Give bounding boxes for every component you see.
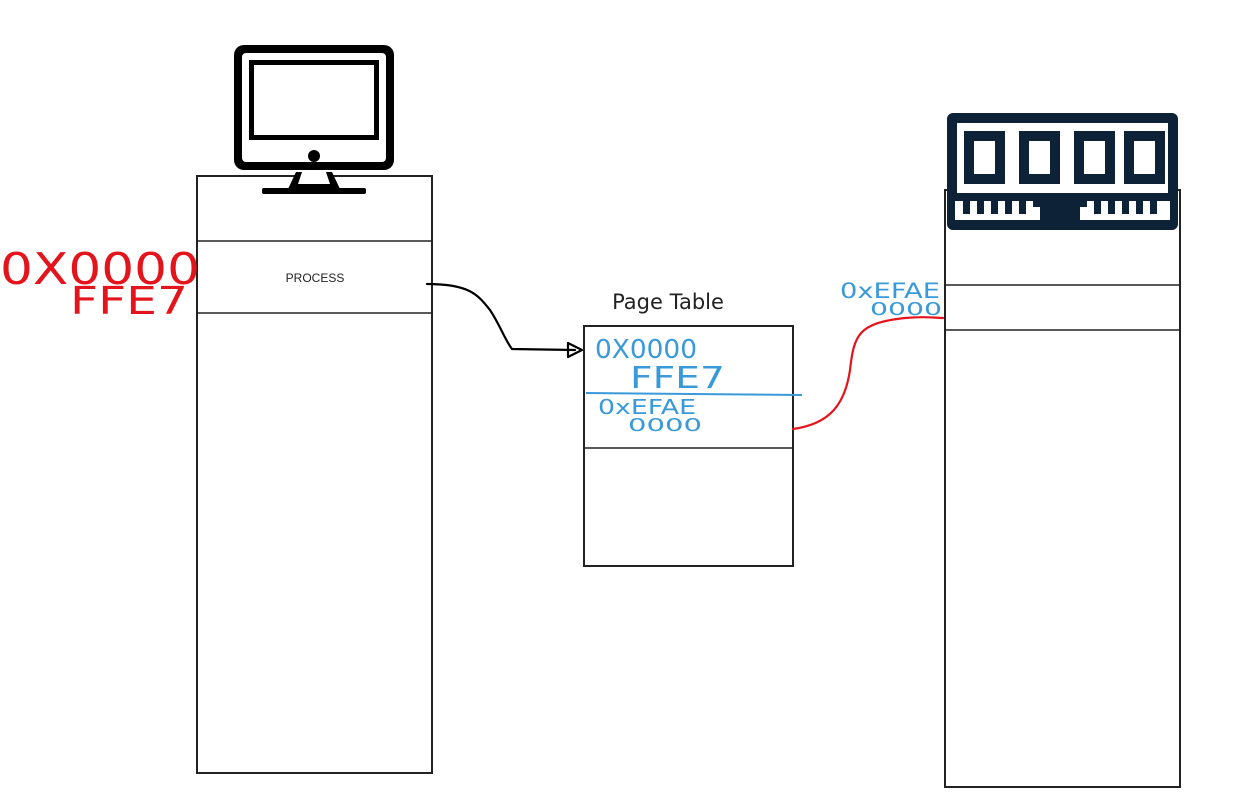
- page-table-virtual-line2: FFE7: [630, 361, 725, 396]
- process-memory-box: [196, 175, 433, 774]
- physical-address-handwritten: 0xEFAE 0000: [840, 279, 942, 320]
- process-to-pagetable-arrow: [425, 282, 584, 359]
- physical-address-line1: 0xEFAE: [840, 279, 940, 303]
- page-table-physical-line1: 0xEFAE: [598, 395, 696, 419]
- page-table-box: [583, 325, 794, 567]
- ram-memory-icon: [947, 113, 1178, 230]
- page-table-virtual-line1: 0X0000: [595, 335, 697, 365]
- process-label: PROCESS: [286, 271, 345, 285]
- page-table-entry-divider: [585, 392, 803, 396]
- page-table-physical-line2: 0000: [628, 415, 702, 436]
- physical-memory-column: [944, 189, 1181, 788]
- page-table: Page Table 0X0000 FFE7 0xEFAE 0000: [583, 290, 803, 567]
- page-table-title: Page Table: [612, 290, 724, 314]
- virtual-address-line2: FFE7: [70, 279, 188, 323]
- virtual-address-handwritten: 0X0000 FFE7: [0, 244, 200, 323]
- process-memory-column: PROCESS: [196, 175, 433, 774]
- virtual-address-line1: 0X0000: [0, 244, 200, 295]
- physical-address-line2: 0000: [870, 299, 942, 320]
- physical-memory-box: [944, 189, 1181, 788]
- pagetable-to-physical-arrow: [791, 316, 945, 431]
- computer-monitor-icon: [234, 45, 394, 194]
